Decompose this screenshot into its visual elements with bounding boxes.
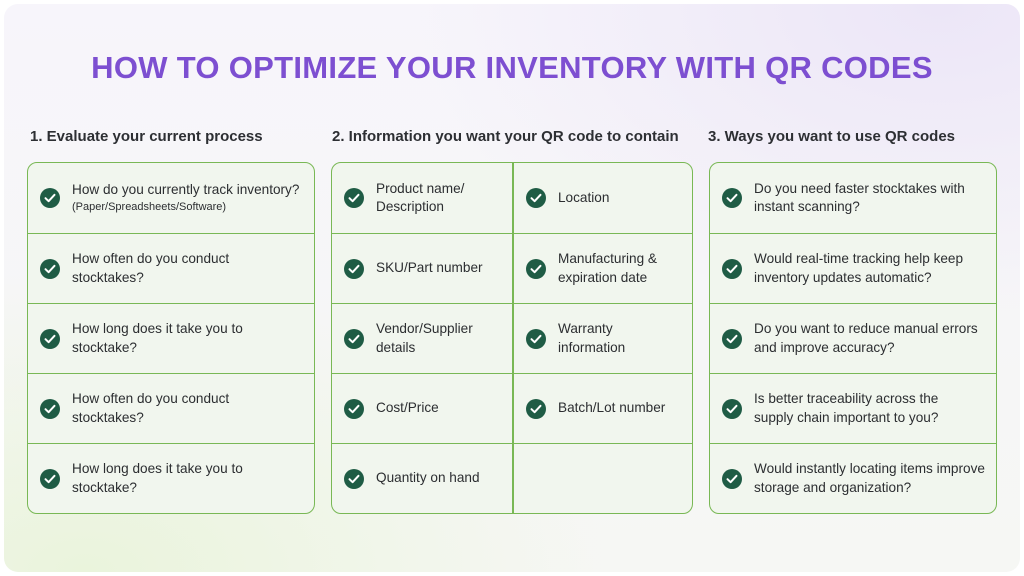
list-item: Cost/Price	[332, 374, 512, 443]
list-item: Quantity on hand	[332, 444, 512, 513]
check-circle-icon	[722, 398, 742, 419]
list-item: Warranty information	[514, 304, 692, 373]
list-item: How long does it take you to stocktake?	[28, 443, 314, 513]
item-text: Quantity on hand	[376, 470, 480, 486]
item-text: Vendor/Supplier details	[376, 321, 473, 355]
check-circle-icon	[344, 398, 364, 419]
column-3-heading: 3. Ways you want to use QR codes	[708, 128, 956, 145]
evaluate-process-panel: How do you currently track inventory? (Pa…	[27, 162, 315, 514]
check-circle-icon	[40, 188, 60, 208]
table-row: SKU/Part number Manufacturing & expirati…	[332, 233, 692, 303]
table-row: Cost/Price Batch/Lot number	[332, 373, 692, 443]
item-text: How do you currently track inventory? (Pa…	[72, 181, 299, 216]
item-text: Do you want to reduce manual errors and …	[754, 321, 978, 355]
column-divider	[512, 163, 514, 513]
table-row: Product name/ Description Location	[332, 163, 692, 233]
list-item: Would instantly locating items improve s…	[710, 443, 996, 513]
item-text: Would instantly locating items improve s…	[754, 461, 985, 495]
check-circle-icon	[722, 258, 742, 279]
check-circle-icon	[344, 258, 364, 279]
column-2-heading: 2. Information you want your QR code to …	[332, 128, 679, 145]
list-item: How often do you conduct stocktakes?	[28, 233, 314, 303]
item-text: Product name/ Description	[376, 180, 465, 215]
item-text: How long does it take you to stocktake?	[72, 321, 243, 355]
list-item: SKU/Part number	[332, 234, 512, 303]
check-circle-icon	[40, 258, 60, 279]
list-item: Manufacturing & expiration date	[514, 234, 692, 303]
list-item: Do you want to reduce manual errors and …	[710, 303, 996, 373]
check-circle-icon	[344, 188, 364, 208]
check-circle-icon	[722, 468, 742, 489]
list-item: Do you need faster stocktakes with insta…	[710, 163, 996, 233]
item-text: Cost/Price	[376, 400, 439, 416]
list-item: How long does it take you to stocktake?	[28, 303, 314, 373]
item-text: Warranty information	[558, 321, 626, 355]
empty-cell	[514, 444, 692, 513]
check-circle-icon	[526, 188, 546, 208]
item-text: Would real-time tracking help keep inven…	[754, 251, 964, 285]
list-item: How often do you conduct stocktakes?	[28, 373, 314, 443]
item-subtext: (Paper/Spreadsheets/Software)	[72, 201, 227, 214]
check-circle-icon	[344, 328, 364, 349]
item-text: How often do you conduct stocktakes?	[72, 251, 230, 285]
check-circle-icon	[722, 188, 742, 208]
item-text: Manufacturing & expiration date	[558, 251, 657, 285]
item-text: How long does it take you to stocktake?	[72, 461, 243, 495]
infographic-card: HOW TO OPTIMIZE YOUR INVENTORY WITH QR C…	[4, 4, 1020, 572]
list-item: Vendor/Supplier details	[332, 304, 512, 373]
check-circle-icon	[526, 398, 546, 419]
column-1-heading: 1. Evaluate your current process	[30, 128, 263, 145]
check-circle-icon	[526, 258, 546, 279]
table-row: Vendor/Supplier details Warranty informa…	[332, 303, 692, 373]
item-text: Batch/Lot number	[558, 400, 666, 416]
item-main-text: How do you currently track inventory?	[72, 181, 300, 197]
table-row: Quantity on hand	[332, 443, 692, 513]
list-item: Would real-time tracking help keep inven…	[710, 233, 996, 303]
item-text: Is better traceability across the supply…	[754, 391, 939, 425]
page-title: HOW TO OPTIMIZE YOUR INVENTORY WITH QR C…	[91, 50, 933, 85]
check-circle-icon	[40, 328, 60, 349]
check-circle-icon	[526, 328, 546, 349]
qr-uses-panel: Do you need faster stocktakes with insta…	[709, 162, 997, 514]
check-circle-icon	[344, 468, 364, 489]
qr-code-contents-panel: Product name/ Description Location SKU/P…	[331, 162, 693, 514]
check-circle-icon	[40, 398, 60, 419]
list-item: Location	[514, 163, 692, 233]
list-item: Is better traceability across the supply…	[710, 373, 996, 443]
item-text: Do you need faster stocktakes with insta…	[754, 180, 965, 215]
item-text: SKU/Part number	[376, 260, 483, 276]
list-item: Product name/ Description	[332, 163, 512, 233]
list-item: Batch/Lot number	[514, 374, 692, 443]
item-text: Location	[558, 189, 610, 205]
item-text: How often do you conduct stocktakes?	[72, 391, 230, 425]
list-item: How do you currently track inventory? (Pa…	[28, 163, 314, 233]
check-circle-icon	[40, 468, 60, 489]
check-circle-icon	[722, 328, 742, 349]
